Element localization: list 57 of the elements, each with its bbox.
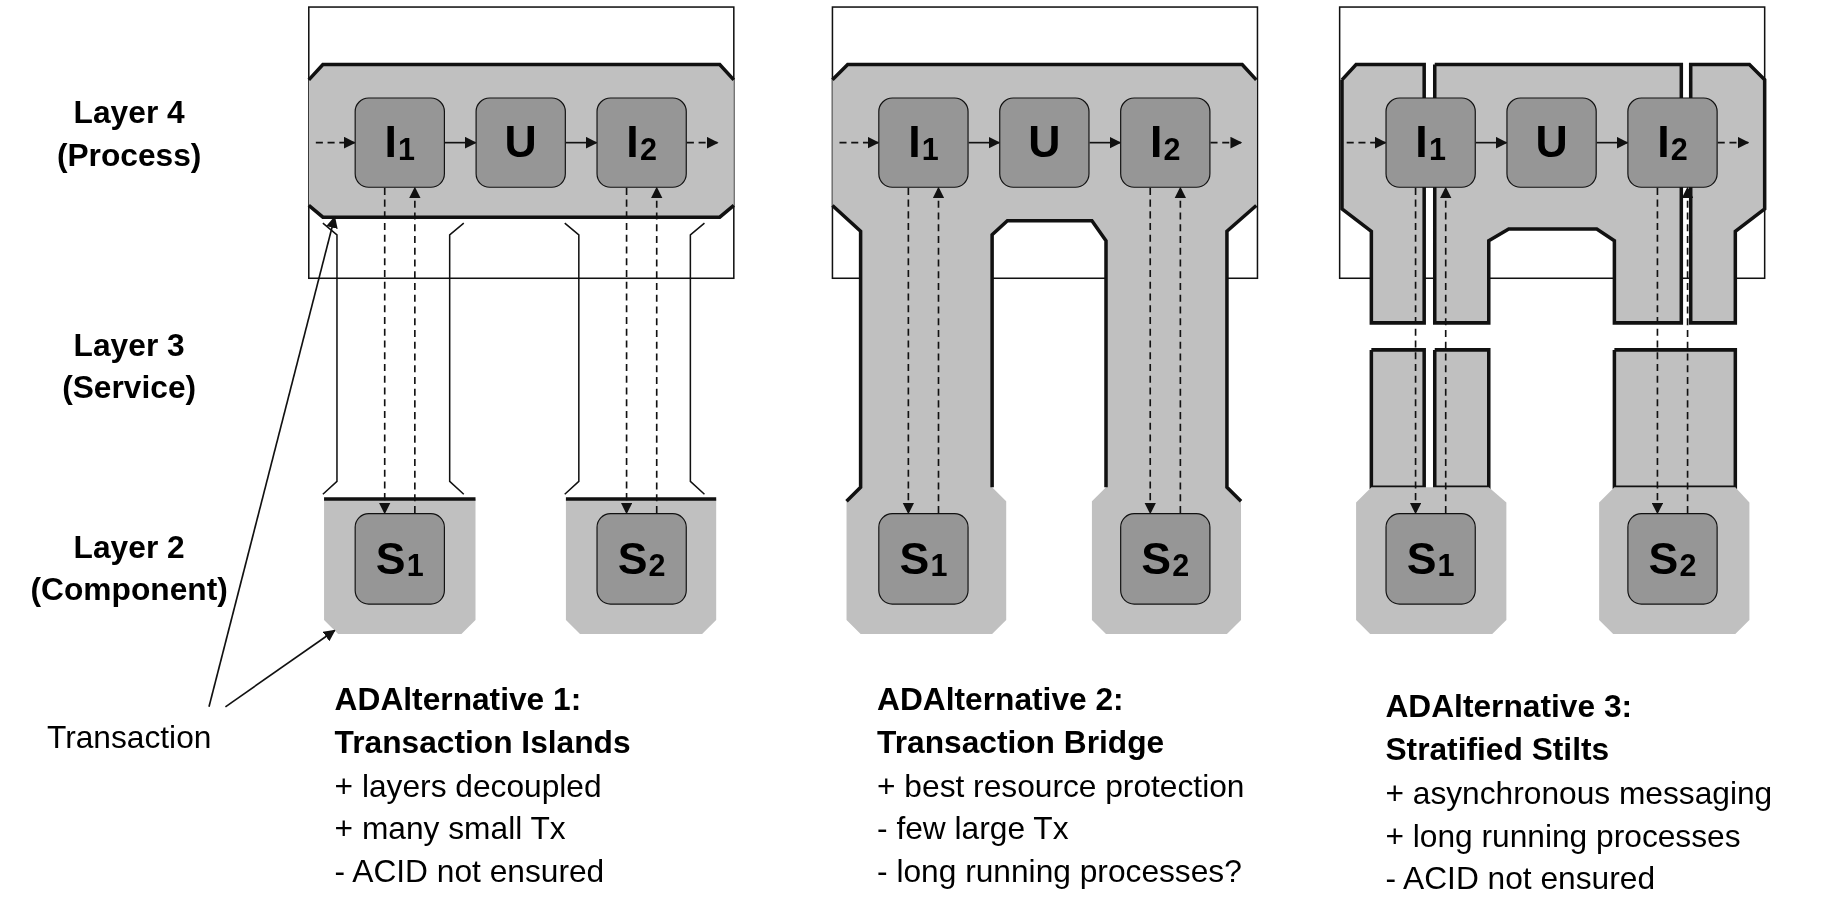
arrow [378,187,391,515]
component-box: S$_{1}$ [878,513,969,605]
alternative-heading: ADAlternative 3: Stratified Stilts [1385,688,1634,769]
component-box: U [1506,97,1597,188]
arrow [1209,136,1243,149]
arrow [1174,186,1187,514]
arrow [902,187,915,515]
component-box: S$_{2}$ [1627,513,1718,605]
arrow [409,186,421,514]
arrow [1595,136,1629,149]
arrow [1439,186,1452,514]
note-text: - few large Tx [877,810,1069,849]
leader-line [208,216,338,708]
arrow [1088,136,1122,149]
note-text: + many small Tx [334,810,566,849]
arrow [565,136,598,149]
component-box: I$_{2}$ [596,97,687,188]
arrow [1144,187,1157,515]
arrow [1681,186,1694,514]
arrow [1409,187,1422,515]
arrow [932,186,945,514]
arrow [315,136,356,149]
component-box: S$_{1}$ [1385,513,1476,605]
arrow [838,136,880,149]
arrow [1716,136,1750,149]
arrow [967,136,1001,149]
note-text: + best resource protection [877,768,1245,807]
layer-label: Layer 3 (Service) [61,326,198,408]
note-text: - long running processes? [877,852,1242,891]
component-box: I$_{2}$ [1627,97,1718,188]
component-box: I$_{1}$ [1385,97,1476,188]
note-text: + asynchronous messaging [1385,775,1773,814]
component-box: U [475,97,566,188]
arrow [444,136,477,149]
component-box: U [999,97,1090,188]
arrow [1345,136,1387,149]
arrow [1651,187,1664,515]
arrow [1475,136,1508,149]
note-text: - ACID not ensured [334,852,605,891]
component-box: S$_{2}$ [596,513,687,605]
layer-label: Layer 2 (Component) [29,528,229,609]
alternative-heading: ADAlternative 2: Transaction Bridge [877,681,1166,762]
component-box: I$_{2}$ [1120,97,1211,188]
arrow [686,136,719,149]
alternative-heading: ADAlternative 1: Transaction Islands [334,681,632,762]
layer-label: Layer 4 (Process) [55,94,203,175]
note-text: + long running processes [1385,817,1741,856]
arrow [620,187,633,515]
transaction-label: Transaction [46,716,271,764]
component-box: S$_{2}$ [1120,513,1211,605]
note-text: - ACID not ensured [1385,859,1656,898]
component-box: S$_{1}$ [354,513,445,605]
note-text: + layers decoupled [334,768,602,807]
component-box: I$_{1}$ [878,97,969,188]
leader-line [224,629,336,708]
component-box: I$_{1}$ [354,97,445,188]
arrow [650,186,663,514]
